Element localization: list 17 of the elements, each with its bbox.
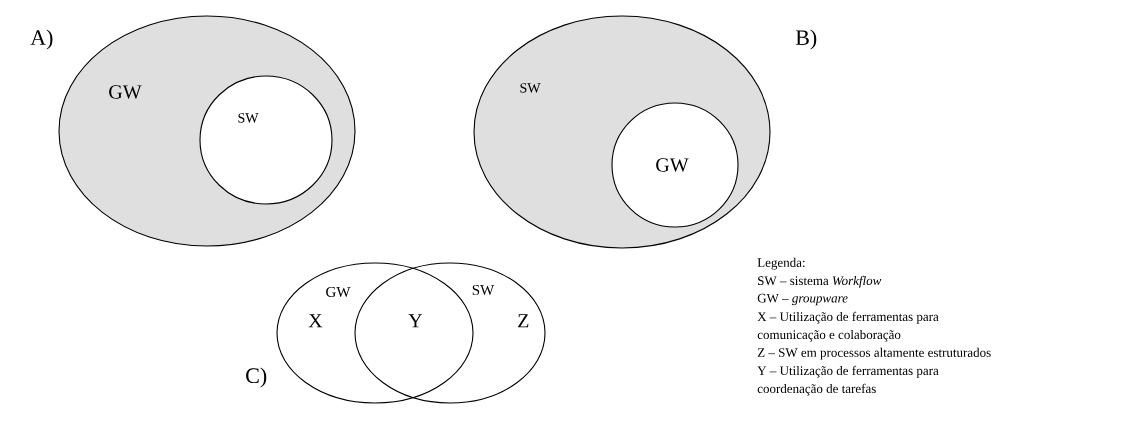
legend-entry: Y – Utilização de ferramentas para coordenação de tarefas bbox=[757, 365, 939, 396]
legend-entry: SW – sistema Workflow bbox=[758, 275, 882, 288]
set-label: SW bbox=[238, 113, 259, 123]
set-label: GW bbox=[109, 85, 142, 99]
set-label: SW bbox=[472, 284, 495, 296]
panel-letter: B) bbox=[795, 29, 817, 50]
panel-letter: A) bbox=[30, 29, 53, 50]
legend-title: Legenda: bbox=[757, 257, 805, 270]
set-label: GW bbox=[656, 158, 689, 172]
region-letter: Z bbox=[518, 314, 529, 328]
region-letter: Y bbox=[408, 314, 423, 328]
set-label: GW bbox=[326, 286, 351, 298]
region-letter: X bbox=[308, 314, 323, 328]
set-label: SW bbox=[520, 83, 541, 93]
legend-entry: X – Utilização de ferramentas para comunicação e colaboração bbox=[757, 311, 939, 342]
legend-entry: GW – groupware bbox=[757, 293, 848, 306]
legend-entry: Z – SW em processos altamente estruturados bbox=[757, 347, 991, 360]
